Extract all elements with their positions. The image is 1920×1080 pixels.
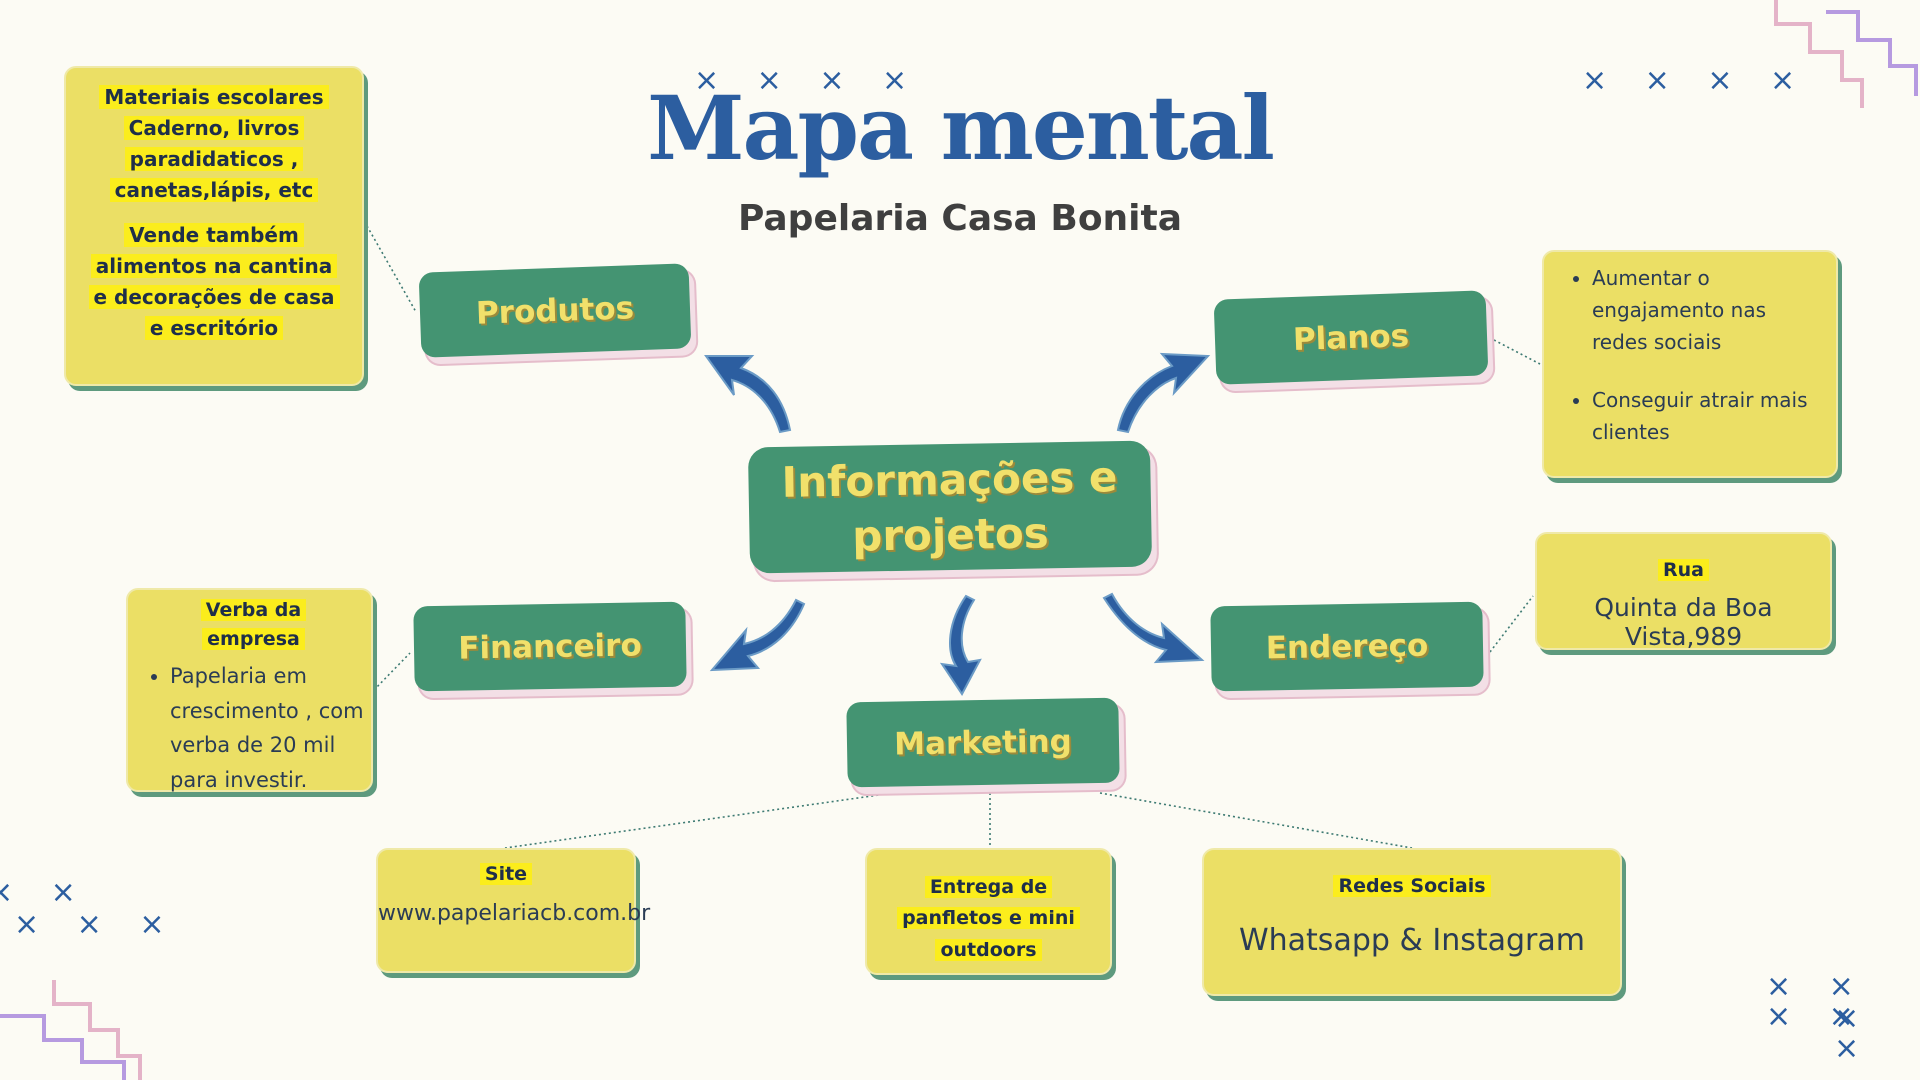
node-central-line1: Informações e xyxy=(781,451,1118,507)
arrow-to-marketing-icon xyxy=(939,594,982,696)
note-financeiro-label-line1: Verba da xyxy=(200,599,307,621)
node-endereco-label: Endereço xyxy=(1265,627,1429,666)
zigzag-bottom-left-pink xyxy=(0,1014,126,1080)
note-produtos-line3: paradidaticos , xyxy=(124,147,304,171)
zigzag-top-right-purple xyxy=(1826,10,1918,96)
node-financeiro-label: Financeiro xyxy=(457,626,643,667)
note-redes-label: Redes Sociais xyxy=(1333,875,1491,897)
note-produtos-line5: Vende também xyxy=(124,223,304,247)
note-financeiro-list: Papelaria em crescimento , com verba de … xyxy=(136,659,371,798)
node-marketing: Marketing xyxy=(846,697,1120,788)
note-planos-item: Aumentar o engajamento nas redes sociais xyxy=(1592,262,1822,358)
zigzag-top-right-pink xyxy=(1774,0,1864,108)
node-financeiro: Financeiro xyxy=(413,601,687,692)
zigzag-bottom-left-purple xyxy=(52,980,142,1080)
note-produtos-line8: e escritório xyxy=(144,316,284,340)
note-produtos-line6: alimentos na cantina xyxy=(90,254,338,278)
note-site-label: Site xyxy=(479,863,533,885)
note-entrega-line1: Entrega de xyxy=(924,876,1053,898)
page-title: Mapa mental xyxy=(647,76,1275,180)
node-endereco: Endereço xyxy=(1210,601,1484,692)
connector-site xyxy=(504,792,894,849)
note-planos-item: Conseguir atrair mais clientes xyxy=(1592,384,1822,448)
connector-produtos xyxy=(366,225,417,313)
connector-redes xyxy=(1099,792,1413,849)
page-subtitle: Papelaria Casa Bonita xyxy=(737,198,1183,239)
note-site: Site www.papelariacb.com.br xyxy=(376,848,651,973)
arrow-to-produtos-icon xyxy=(704,355,792,434)
x-marks-top-right: × × × × xyxy=(1582,63,1810,98)
note-financeiro: Verba da empresa Papelaria em cresciment… xyxy=(126,588,373,792)
node-planos-label: Planos xyxy=(1292,317,1410,358)
note-financeiro-label-line2: empresa xyxy=(202,628,305,651)
arrow-to-planos-icon xyxy=(1116,352,1211,434)
node-central-line2: projetos xyxy=(851,508,1050,561)
note-site-value: www.papelariacb.com.br xyxy=(378,901,651,927)
node-central: Informações e projetos xyxy=(747,440,1153,574)
arrow-to-endereco-icon xyxy=(1102,592,1205,664)
connector-financeiro xyxy=(373,652,411,691)
note-planos-list: Aumentar o engajamento nas redes sociais… xyxy=(1558,262,1822,448)
note-redes-value: Whatsapp & Instagram xyxy=(1238,923,1585,959)
note-endereco-label: Rua xyxy=(1658,559,1709,581)
node-produtos-label: Produtos xyxy=(475,289,635,332)
note-entrega-line3: outdoors xyxy=(935,938,1042,961)
note-planos: Aumentar o engajamento nas redes sociais… xyxy=(1542,250,1838,478)
note-produtos-line1: Materiais escolares xyxy=(99,85,329,109)
arrow-to-financeiro-icon xyxy=(709,598,806,672)
note-produtos-line7: e decorações de casa xyxy=(88,285,340,309)
note-produtos: Materiais escolares Caderno, livros para… xyxy=(64,66,364,386)
note-endereco-value: Quinta da Boa Vista,989 xyxy=(1594,593,1773,652)
x-marks-bottom-left-row2: × × × xyxy=(14,907,179,942)
node-produtos: Produtos xyxy=(418,263,692,358)
note-entrega: Entrega de panfletos e mini outdoors xyxy=(865,848,1112,975)
note-entrega-line2: panfletos e mini xyxy=(897,907,1080,930)
node-marketing-label: Marketing xyxy=(893,722,1073,763)
note-financeiro-item: Papelaria em crescimento , com verba de … xyxy=(170,659,371,798)
node-planos: Planos xyxy=(1213,290,1489,385)
x-marks-top-left: × × × × xyxy=(694,63,922,98)
note-produtos-line2: Caderno, livros xyxy=(123,116,305,140)
x-marks-bottom-right-row1: × × × × xyxy=(1766,969,1868,1034)
connector-endereco xyxy=(1489,595,1534,653)
connector-planos xyxy=(1493,339,1541,365)
note-redes-sociais: Redes Sociais Whatsapp & Instagram xyxy=(1202,848,1622,996)
x-marks-bottom-right-row2: × × xyxy=(1834,1001,1874,1066)
note-produtos-line4: canetas,lápis, etc xyxy=(109,178,319,202)
note-endereco: Rua Quinta da Boa Vista,989 xyxy=(1535,532,1832,652)
x-marks-bottom-left-row1: × × xyxy=(0,875,90,910)
